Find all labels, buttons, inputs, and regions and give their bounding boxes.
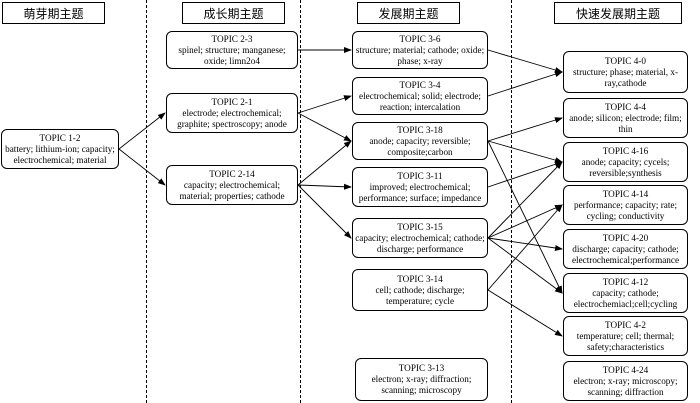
topic-node-4-12: TOPIC 4-12 capacity; cathode; electroche…	[563, 273, 688, 313]
link-arrow-t314-t414	[487, 204, 563, 291]
link-arrow-t318-t416	[487, 140, 563, 163]
topic-title: TOPIC 3-15	[397, 221, 443, 232]
topic-node-4-24: TOPIC 4-24 electron; x-ray; microscopy; …	[563, 361, 688, 401]
topic-keywords: anode; capacity; reversible; composite;c…	[369, 135, 471, 157]
topic-keywords: improved; electrochemical; performance; …	[358, 181, 482, 203]
topic-title: TOPIC 4-0	[605, 55, 646, 66]
stage-header-sprout: 萌芽期主题	[2, 2, 105, 24]
topic-keywords: structure; phase; material, x-ray,cathod…	[572, 66, 679, 88]
topic-keywords: electrochemical; solid; electrode; react…	[359, 90, 481, 112]
link-arrow-t214-t311	[297, 183, 352, 190]
topic-node-2-3: TOPIC 2-3 spinel; structure; manganese; …	[166, 31, 298, 69]
topic-node-3-4: TOPIC 3-4 electrochemical; solid; electr…	[352, 77, 488, 115]
link-arrow-t315-t416	[487, 161, 563, 239]
link-arrow-t315-t420	[487, 237, 563, 251]
topic-node-4-14: TOPIC 4-14 performance; capacity; rate; …	[563, 185, 688, 225]
topic-keywords: electron; x-ray; diffraction; scanning; …	[371, 374, 472, 395]
topic-node-4-0: TOPIC 4-0 structure; phase; material, x-…	[563, 51, 688, 93]
topic-keywords: anode; silicon; electrode; film; thin	[569, 112, 682, 134]
link-arrow-t12-t21	[118, 112, 166, 150]
topic-keywords: discharge; capacity; cathode; electroche…	[571, 243, 680, 265]
topic-node-3-11: TOPIC 3-11 improved; electrochemical; pe…	[352, 167, 488, 207]
stage-header-development: 发展期主题	[357, 2, 460, 24]
stage-divider	[300, 0, 301, 403]
topic-keywords: structure; material; cathode; oxide; pha…	[355, 44, 485, 66]
topic-title: TOPIC 4-2	[605, 319, 646, 330]
link-arrow-t214-t318	[297, 140, 352, 186]
stage-header-growth: 成长期主题	[182, 2, 285, 24]
topic-title: TOPIC 4-20	[602, 232, 649, 243]
topic-keywords: performance; capacity; rate; cycling; co…	[573, 199, 678, 221]
topic-title: TOPIC 4-16	[602, 145, 649, 156]
topic-title: TOPIC 4-4	[605, 101, 646, 112]
link-arrow-t311-t416	[487, 161, 563, 188]
topic-title: TOPIC 3-4	[399, 79, 441, 90]
topic-node-4-20: TOPIC 4-20 discharge; capacity; cathode;…	[563, 229, 688, 269]
topic-keywords: temperature; cell; thermal; safety;chara…	[576, 330, 675, 352]
link-arrow-t21-t318	[297, 112, 352, 142]
topic-title: TOPIC 3-13	[398, 363, 445, 373]
topic-node-2-14: TOPIC 2-14 capacity; electrochemical; ma…	[166, 165, 298, 205]
topic-title: TOPIC 1-2	[39, 132, 81, 143]
link-arrow-t315-t414	[487, 204, 563, 239]
topic-keywords: spinel; structure; manganese; oxide; lim…	[178, 44, 286, 66]
topic-title: TOPIC 3-11	[397, 170, 443, 181]
topic-node-3-6: TOPIC 3-6 structure; material; cathode; …	[352, 31, 488, 69]
link-arrow-t318-t412	[487, 140, 563, 294]
topic-node-3-15: TOPIC 3-15 capacity; electrochemical; ca…	[352, 218, 488, 258]
topic-title: TOPIC 3-6	[399, 33, 441, 44]
link-arrow-t34-t40	[487, 71, 563, 97]
link-arrow-t214-t315	[297, 184, 352, 239]
topic-keywords: anode; capacity; cycels; reversible;synt…	[581, 156, 670, 178]
topic-keywords: capacity; cathode; electrochemiacl;cell;…	[573, 287, 678, 309]
topic-node-3-18: TOPIC 3-18 anode; capacity; reversible; …	[352, 122, 488, 160]
link-arrow-t318-t44	[487, 117, 563, 142]
stage-divider	[511, 0, 512, 403]
stage-divider	[146, 0, 147, 403]
topic-node-2-1: TOPIC 2-1 electrode; electrochemical; gr…	[166, 93, 298, 133]
topic-keywords: electron; x-ray; microscopy; scanning; d…	[573, 375, 678, 397]
topic-title: TOPIC 2-1	[211, 96, 253, 107]
topic-title: TOPIC 2-3	[211, 33, 253, 44]
topic-node-3-13: TOPIC 3-13 electron; x-ray; diffraction;…	[355, 358, 488, 401]
topic-node-4-4: TOPIC 4-4 anode; silicon; electrode; fil…	[563, 98, 688, 138]
topic-title: TOPIC 4-24	[602, 364, 649, 375]
topic-title: TOPIC 2-14	[209, 168, 255, 179]
link-arrow-t12-t214	[118, 148, 166, 186]
link-arrow-t21-t34	[297, 95, 352, 114]
topic-node-1-2: TOPIC 1-2 battery; lithium-ion; capacity…	[1, 129, 119, 169]
link-arrow-t314-t42	[487, 289, 563, 337]
topic-keywords: electrode; electrochemical; graphite; sp…	[177, 107, 287, 129]
stage-header-rapid-development: 快速发展期主题	[554, 2, 682, 24]
topic-keywords: capacity; electrochemical; cathode; disc…	[355, 232, 485, 254]
topic-keywords: cell; cathode; discharge; temperature; c…	[375, 284, 465, 306]
topic-node-4-2: TOPIC 4-2 temperature; cell; thermal; sa…	[563, 316, 688, 356]
topic-title: TOPIC 4-14	[602, 188, 649, 199]
link-arrow-t315-t412	[487, 237, 563, 294]
link-arrow-t36-t40	[487, 49, 563, 73]
topic-title: TOPIC 3-18	[397, 124, 443, 135]
topic-node-4-16: TOPIC 4-16 anode; capacity; cycels; reve…	[563, 142, 688, 182]
topic-title: TOPIC 4-12	[602, 276, 649, 287]
topic-keywords: capacity; electrochemical; material; pro…	[179, 179, 285, 201]
topic-node-3-14: TOPIC 3-14 cell; cathode; discharge; tem…	[352, 269, 488, 311]
topic-title: TOPIC 3-14	[397, 273, 443, 284]
topic-keywords: battery; lithium-ion; capacity; electroc…	[5, 143, 115, 165]
